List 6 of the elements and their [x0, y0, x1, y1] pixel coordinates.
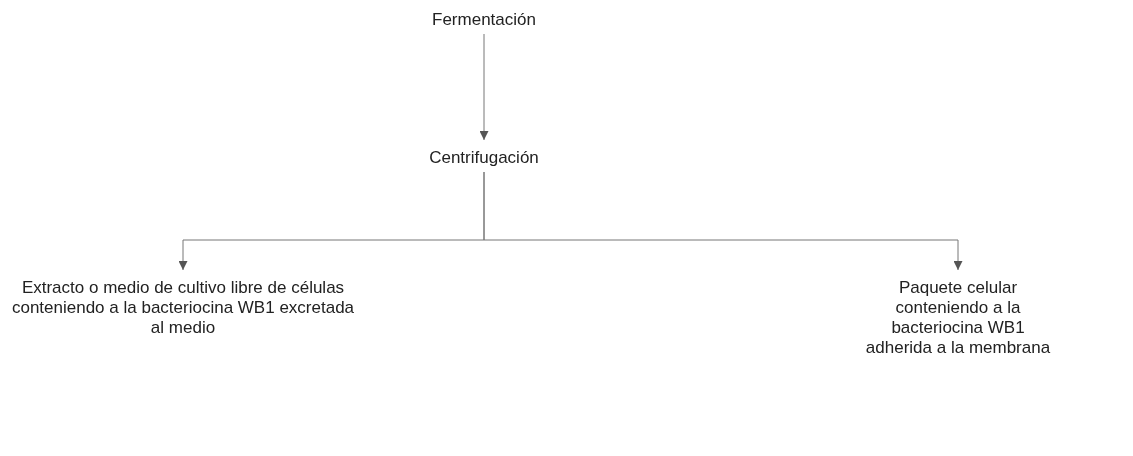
step-text: Centrifugación [376, 148, 592, 168]
step-text: Fermentación [384, 10, 584, 30]
step-text: Extracto o medio de cultivo libre de células conteniendo a la bacteriocina WB1 excretada al medio [8, 278, 358, 338]
step-text: Paquete celular conteniendo a la bacteriocina WB1 adherida a la membrana [858, 278, 1058, 358]
arrow [483, 171, 963, 271]
arrow [479, 33, 489, 141]
